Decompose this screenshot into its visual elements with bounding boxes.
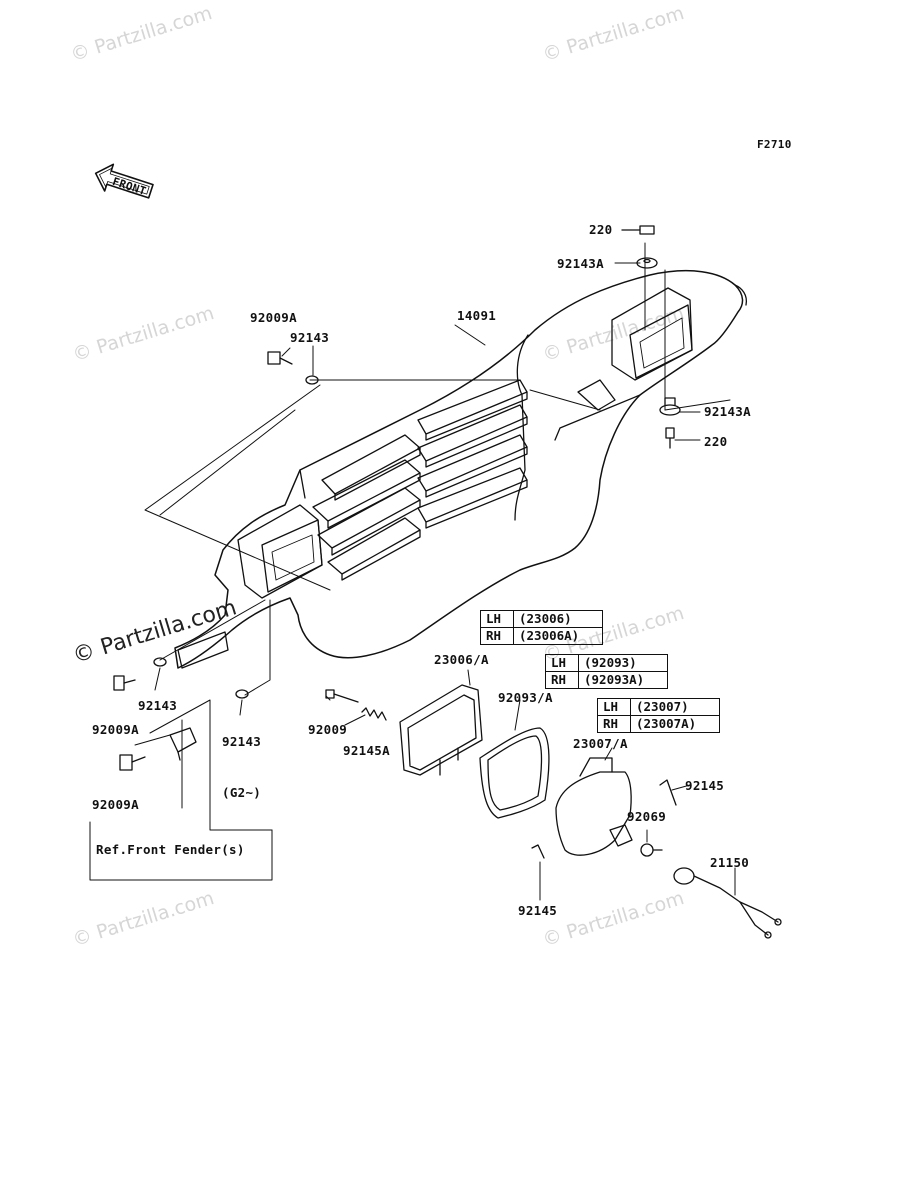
variant-row-lh: LH(23007) bbox=[597, 698, 720, 716]
headlight-cover-14091 bbox=[174, 269, 748, 669]
variant-code: (92093A) bbox=[578, 671, 668, 689]
variant-table-23007: LH(23007) RH(23007A) bbox=[597, 698, 720, 733]
variant-code: (23006A) bbox=[513, 627, 603, 645]
gasket-92093A bbox=[479, 727, 550, 819]
variant-side: LH bbox=[545, 654, 579, 672]
part-label-92143A-right[interactable]: 92143A bbox=[704, 404, 751, 419]
part-label-92009A-bottom[interactable]: 92009A bbox=[92, 797, 139, 812]
variant-row-rh: RH(92093A) bbox=[545, 671, 668, 689]
washer-92143-top-icon bbox=[305, 375, 319, 385]
part-label-92145A[interactable]: 92145A bbox=[343, 743, 390, 758]
bolt-92009A-top-icon bbox=[267, 351, 293, 365]
clip-92145-right-icon bbox=[659, 779, 677, 806]
part-label-92009A-top[interactable]: 92009A bbox=[250, 310, 297, 325]
variant-side: LH bbox=[480, 610, 514, 628]
variant-row-rh: RH(23007A) bbox=[597, 715, 720, 733]
figure-code: F2710 bbox=[757, 138, 792, 151]
lamp-unit-23007A bbox=[555, 757, 633, 856]
part-label-92093A[interactable]: 92093/A bbox=[498, 690, 553, 705]
variant-table-92093: LH(92093) RH(92093A) bbox=[545, 654, 668, 689]
bulb-92069-icon bbox=[640, 843, 663, 857]
washer-92143-left-icon bbox=[153, 657, 167, 667]
part-label-23006A[interactable]: 23006/A bbox=[434, 652, 489, 667]
bracket-icon bbox=[169, 727, 197, 761]
variant-side: RH bbox=[480, 627, 514, 645]
washer-92143A-right-icon bbox=[659, 397, 681, 416]
part-label-92143-mid[interactable]: 92143 bbox=[222, 734, 262, 749]
variant-side: LH bbox=[597, 698, 631, 716]
variant-row-lh: LH(92093) bbox=[545, 654, 668, 672]
part-label-92143-left[interactable]: 92143 bbox=[138, 698, 178, 713]
part-label-92145-right[interactable]: 92145 bbox=[685, 778, 725, 793]
socket-21150-icon bbox=[673, 867, 782, 939]
variant-row-lh: LH(23006) bbox=[480, 610, 603, 628]
vent-slats-right bbox=[417, 379, 528, 529]
part-label-92143A-top[interactable]: 92143A bbox=[557, 256, 604, 271]
g2-note: (G2~) bbox=[222, 785, 262, 800]
screw-92009-icon bbox=[325, 689, 359, 703]
front-arrow-icon bbox=[94, 163, 154, 199]
variant-code: (92093) bbox=[578, 654, 668, 672]
part-label-92145-bottom[interactable]: 92145 bbox=[518, 903, 558, 918]
variant-row-rh: RH(23006A) bbox=[480, 627, 603, 645]
part-label-92143-top[interactable]: 92143 bbox=[290, 330, 330, 345]
ref-front-fender-link[interactable]: Ref.Front Fender(s) bbox=[96, 842, 245, 857]
spring-92145A-icon bbox=[361, 707, 387, 721]
part-label-92069[interactable]: 92069 bbox=[627, 809, 667, 824]
part-label-220-right[interactable]: 220 bbox=[704, 434, 728, 449]
part-label-23007A[interactable]: 23007/A bbox=[573, 736, 628, 751]
washer-92143-mid-icon bbox=[235, 689, 249, 699]
part-label-14091[interactable]: 14091 bbox=[457, 308, 497, 323]
clip-92145-bottom-icon bbox=[531, 844, 545, 859]
part-label-21150[interactable]: 21150 bbox=[710, 855, 750, 870]
bolt-220-right-icon bbox=[665, 427, 675, 449]
bolt-92009A-mid-icon bbox=[113, 675, 136, 691]
variant-table-23006: LH(23006) RH(23006A) bbox=[480, 610, 603, 645]
variant-side: RH bbox=[545, 671, 579, 689]
bolt-92009A-bottom-icon bbox=[119, 754, 146, 771]
variant-code: (23007) bbox=[630, 698, 720, 716]
variant-side: RH bbox=[597, 715, 631, 733]
bolt-220-top-icon bbox=[621, 225, 655, 235]
variant-code: (23006) bbox=[513, 610, 603, 628]
leader-lines bbox=[154, 262, 736, 901]
left-lamp-housing bbox=[177, 504, 323, 669]
part-label-92009[interactable]: 92009 bbox=[308, 722, 348, 737]
lamp-frame-23006A bbox=[399, 684, 483, 776]
part-label-220-top[interactable]: 220 bbox=[589, 222, 613, 237]
variant-code: (23007A) bbox=[630, 715, 720, 733]
vent-slats-left bbox=[312, 434, 421, 581]
guide-lines bbox=[89, 242, 731, 881]
right-lamp-housing bbox=[611, 287, 693, 381]
part-label-92009A-mid[interactable]: 92009A bbox=[92, 722, 139, 737]
